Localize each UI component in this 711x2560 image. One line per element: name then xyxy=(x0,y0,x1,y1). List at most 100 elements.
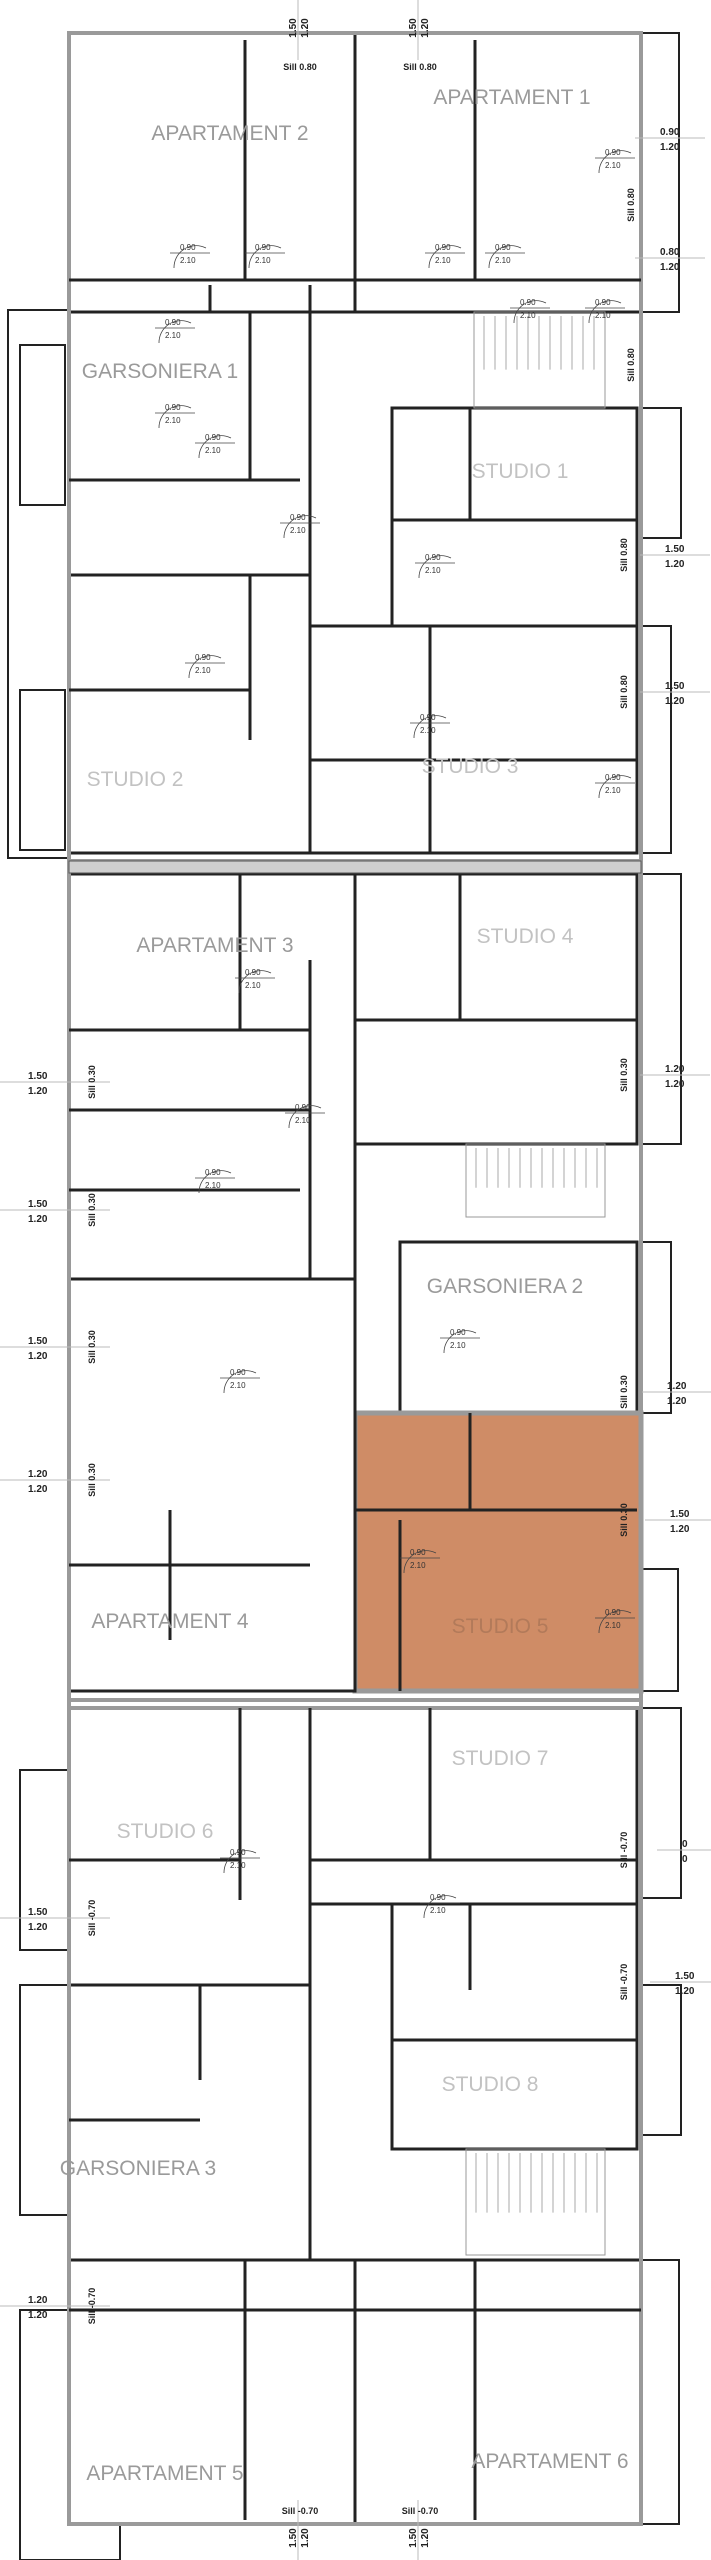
door-width: 0.90 xyxy=(205,433,221,442)
window-height: 1.20 xyxy=(28,1214,48,1225)
unit-label-studio8: STUDIO 8 xyxy=(442,2073,539,2096)
door-swing-icon xyxy=(248,245,282,269)
window-height: 1.20 xyxy=(665,1079,685,1090)
window-sill: Sill 0.30 xyxy=(87,1193,97,1227)
door-width: 0.90 xyxy=(520,298,536,307)
door-swing-icon xyxy=(428,245,462,269)
door-width: 0.90 xyxy=(450,1328,466,1337)
window-height: 1.20 xyxy=(420,18,431,38)
door-width: 0.90 xyxy=(605,148,621,157)
door-height: 2.10 xyxy=(410,1561,426,1570)
unit-label-apt1: APARTAMENT 1 xyxy=(433,86,590,109)
unit-label-apt5: APARTAMENT 5 xyxy=(86,2462,243,2485)
door-width: 0.90 xyxy=(290,513,306,522)
door-width: 0.90 xyxy=(420,713,436,722)
unit-apt5[interactable] xyxy=(67,2258,357,2526)
window-width: 1.20 xyxy=(667,1381,687,1392)
door-height: 2.10 xyxy=(450,1341,466,1350)
door-width: 0.90 xyxy=(230,1848,246,1857)
unit-studio3[interactable] xyxy=(308,624,639,855)
window-width: 1.50 xyxy=(288,18,299,38)
door-width: 0.90 xyxy=(605,773,621,782)
door-width: 0.90 xyxy=(245,968,261,977)
unit-apt2[interactable] xyxy=(67,31,357,314)
unit-label-apt3: APARTAMENT 3 xyxy=(136,934,293,957)
window-width: 1.50 xyxy=(408,18,419,38)
door-width: 0.90 xyxy=(165,403,181,412)
window-sill: Sill -0.70 xyxy=(282,2506,319,2516)
window-width: 0.80 xyxy=(660,247,680,258)
unit-studio1[interactable] xyxy=(390,406,639,628)
door-width: 0.90 xyxy=(595,298,611,307)
door-height: 2.10 xyxy=(520,311,536,320)
door-width: 0.90 xyxy=(410,1548,426,1557)
door-swing-icon xyxy=(443,1330,477,1354)
unit-label-apt4: APARTAMENT 4 xyxy=(91,1610,248,1633)
balcony xyxy=(19,344,66,506)
window-width: 1.50 xyxy=(288,2528,299,2548)
window-width: 1.50 xyxy=(665,544,685,555)
unit-studio2[interactable] xyxy=(67,573,312,855)
window-height: 1.20 xyxy=(300,18,311,38)
unit-studio4[interactable] xyxy=(353,872,639,1146)
door-width: 0.90 xyxy=(435,243,451,252)
door-swing-icon xyxy=(588,300,622,324)
window-width: 1.50 xyxy=(665,681,685,692)
door-width: 0.90 xyxy=(605,1608,621,1617)
door-swing-icon xyxy=(173,245,207,269)
window-sill: Sill 0.80 xyxy=(619,675,629,709)
window-width: 1.50 xyxy=(28,1907,48,1918)
balcony xyxy=(19,1984,70,2216)
unit-gars1[interactable] xyxy=(67,310,312,577)
window-height: 1.20 xyxy=(670,1524,690,1535)
interior-walls xyxy=(69,40,641,2520)
unit-label-studio4: STUDIO 4 xyxy=(477,925,574,948)
unit-gars3[interactable] xyxy=(67,1983,312,2262)
door-width: 0.90 xyxy=(165,318,181,327)
window-width: 1.20 xyxy=(28,2295,48,2306)
window-height: 1.20 xyxy=(420,2528,431,2548)
unit-studio6[interactable] xyxy=(67,1706,312,1987)
window-sill: Sill 0.80 xyxy=(619,538,629,572)
window-sill: Sill -0.70 xyxy=(619,1832,629,1869)
window-sill: Sill 0.30 xyxy=(619,1503,629,1537)
door-height: 2.10 xyxy=(230,1381,246,1390)
door-swing-icon xyxy=(198,435,232,459)
door-swing-icon xyxy=(198,1170,232,1194)
door-height: 2.10 xyxy=(595,311,611,320)
unit-apt1[interactable] xyxy=(353,31,643,314)
unit-gars2[interactable] xyxy=(398,1240,639,1415)
window-sill: Sill -0.70 xyxy=(87,1900,97,1937)
window-height: 1.20 xyxy=(28,2310,48,2321)
staircase xyxy=(465,1143,606,1218)
unit-apt6[interactable] xyxy=(353,2258,643,2526)
door-height: 2.10 xyxy=(230,1861,246,1870)
door-width: 0.90 xyxy=(495,243,511,252)
door-swing-icon xyxy=(283,515,317,539)
window-height: 1.20 xyxy=(28,1922,48,1933)
window-height: 1.20 xyxy=(28,1086,48,1097)
balcony xyxy=(640,1984,682,2136)
door-swing-icon xyxy=(598,1610,632,1634)
unit-studio8[interactable] xyxy=(390,1902,639,2151)
door-width: 0.90 xyxy=(230,1368,246,1377)
unit-apt4[interactable] xyxy=(67,1277,357,1693)
unit-studio7[interactable] xyxy=(308,1706,639,1906)
window-width: 1.50 xyxy=(670,1509,690,1520)
door-swing-icon xyxy=(288,1105,322,1129)
unit-apt3[interactable] xyxy=(67,872,357,1281)
window-width: 1.50 xyxy=(28,1199,48,1210)
unit-studio5[interactable] xyxy=(352,1410,644,1694)
door-swing-icon xyxy=(598,150,632,174)
balcony xyxy=(640,1707,682,1899)
door-swing-icon xyxy=(403,1550,437,1574)
window-width: 1.50 xyxy=(28,1336,48,1347)
balcony xyxy=(19,689,66,851)
unit-label-studio1: STUDIO 1 xyxy=(472,460,569,483)
window-sill: Sill 0.30 xyxy=(87,1463,97,1497)
window-sill: Sill 0.30 xyxy=(87,1065,97,1099)
door-swing-icon xyxy=(598,775,632,799)
balcony xyxy=(640,2259,680,2525)
window-height: 1.20 xyxy=(28,1351,48,1362)
